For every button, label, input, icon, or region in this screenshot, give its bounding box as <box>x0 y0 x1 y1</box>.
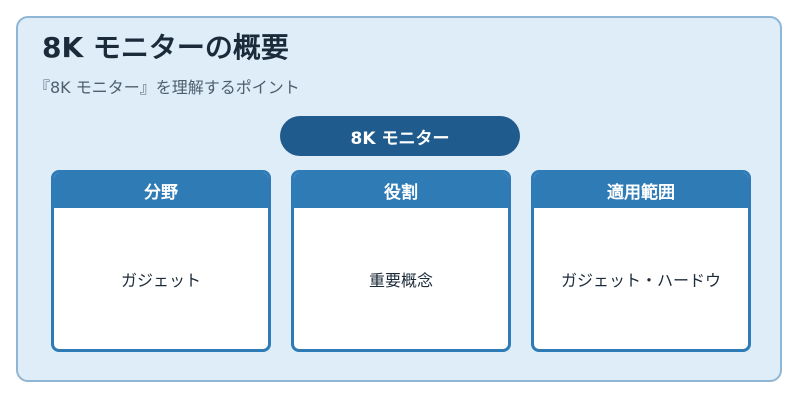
card-scope-header: 適用範囲 <box>534 173 748 208</box>
card-role-header: 役割 <box>294 173 508 208</box>
card-role: 役割 重要概念 <box>291 170 511 352</box>
card-scope: 適用範囲 ガジェット・ハードウ <box>531 170 751 352</box>
page-subtitle: 『8K モニター』を理解するポイント <box>34 78 300 97</box>
card-field-body: ガジェット <box>120 270 201 290</box>
root-node: 8K モニター <box>280 116 520 156</box>
page-title: 8K モニターの概要 <box>42 31 289 64</box>
root-node-label: 8K モニター <box>350 128 450 149</box>
card-field-header: 分野 <box>54 173 268 208</box>
card-scope-body: ガジェット・ハードウ <box>560 270 721 290</box>
card-role-body: 重要概念 <box>368 270 433 290</box>
card-field: 分野 ガジェット <box>51 170 271 352</box>
diagram-frame: 8K モニターの概要 『8K モニター』を理解するポイント 8K モニター 分野… <box>16 16 782 382</box>
